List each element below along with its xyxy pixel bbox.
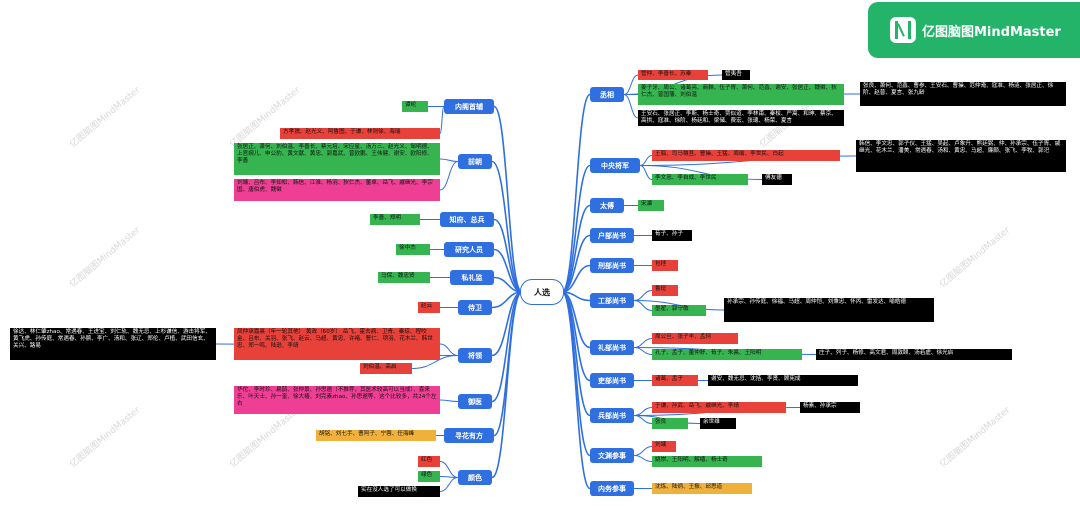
branch-libu[interactable]: 礼部尚书 xyxy=(590,340,634,355)
leaf-gongbu-far: 孙承宗、孙传庭、徐福、马超、周仲恺、刘秉忠、怀丙、雷发达、喻皓德 xyxy=(724,298,934,322)
mindmaster-badge: 亿图脑图MindMaster xyxy=(868,2,1080,58)
connector-line xyxy=(491,291,523,479)
branch-yuyi[interactable]: 御医 xyxy=(458,394,492,409)
leaf-libu-2: 孔子、孟子、董仲舒、荀子、朱熹、王阳明 xyxy=(652,349,802,360)
leaf-bingbu-2: 张良 xyxy=(652,418,688,429)
branch-bingbu[interactable]: 兵部尚书 xyxy=(590,408,634,423)
connector-line xyxy=(439,106,445,134)
branch-xunhua[interactable]: 寻花有方 xyxy=(444,428,494,443)
leaf-qianchao-2: 张居正、萧何、刘伯温、李善长、蔡元培、宋应星、汤万三、赵光义、邹明德、上官婉儿、… xyxy=(234,143,440,175)
leaf-yuyi: 华佗、李时珍、扁鹊、张仲景、孙思邈（不推荐，其医术较高可以当成）、喜来乐、叶天士… xyxy=(234,386,440,414)
branch-yanjiu[interactable]: 研究人员 xyxy=(444,242,494,257)
connector-line xyxy=(633,300,653,311)
leaf-libu-far: 庄子、列子、杨修、高文君、周敦颐、汤若虚、徐光启 xyxy=(816,349,1012,360)
leaf-zhifu: 李善、郑明 xyxy=(370,214,420,225)
branch-gongbu[interactable]: 工部尚书 xyxy=(590,293,634,308)
branch-jiangling[interactable]: 将领 xyxy=(458,348,492,363)
branch-neiwu[interactable]: 内务参事 xyxy=(590,481,634,496)
leaf-jiangling-far: 徐达、林仁肇zhao、常遇春、王进宝、刘仁轨、魏无忌、上杉谦信、游击将军、黄飞虎… xyxy=(10,328,216,360)
leaf-silijian: 马保、魏忠贤 xyxy=(378,272,430,283)
leaf-libu-1: 周公旦、张子丰、孟轲 xyxy=(652,333,738,344)
connector-line xyxy=(493,248,523,293)
leaf-xingbu: 包拯 xyxy=(652,260,678,271)
branch-wenyuan[interactable]: 文渊参事 xyxy=(590,448,634,463)
badge-text: 亿图脑图MindMaster xyxy=(922,24,1061,40)
leaf-chengxiang-mid: 管夷吾 xyxy=(722,70,750,80)
connector-line xyxy=(633,407,653,416)
branch-neige[interactable]: 内阁首辅 xyxy=(444,99,494,114)
connector-line xyxy=(561,164,591,293)
branch-taifu[interactable]: 太傅 xyxy=(590,198,624,213)
connector-line xyxy=(623,74,639,95)
connector-line xyxy=(639,155,653,166)
root-node[interactable]: 人选 xyxy=(520,279,564,305)
leaf-jiangling-2: 刘伯温、高启 xyxy=(360,363,412,374)
branch-xingbu[interactable]: 刑部尚书 xyxy=(590,258,634,273)
connector-line xyxy=(491,160,523,293)
branch-zhongyang[interactable]: 中央将军 xyxy=(590,158,640,173)
leaf-zhongyang-1: 王翦、司马穰苴、曹操、王猛、周瑜、李世民、白起 xyxy=(652,150,840,161)
leaf-libu2-far: 谢安、魏无忌、沈括、李贤、顾宪成 xyxy=(708,375,858,386)
leaf-chengxiang-far: 张良、萧何、范蠡、曹参、王安石、曹操、范仲淹、寇准、杨涟、张居正、徐阶、赵普、夏… xyxy=(860,82,1066,106)
connector-line xyxy=(439,161,459,191)
connector-line xyxy=(561,264,591,293)
leaf-yanse-black: 实在没人选了可以做换 xyxy=(358,486,440,497)
connector-line xyxy=(439,399,459,402)
mindmaster-logo-icon xyxy=(890,17,916,43)
connector-line xyxy=(493,218,523,293)
leaf-xunhua: 胡铭、刘七手、曹阿子、宁蓉、任海峰 xyxy=(316,430,436,441)
leaf-zhongyang-2: 李文忠、李自成、李世民 xyxy=(652,174,748,185)
leaf-yanse-green: 绿色 xyxy=(418,471,440,482)
leaf-zhongyang-far2: 傅友德 xyxy=(762,174,792,185)
leaf-chengxiang-3: 王安石、张居正、李斯、杨士奇、贾似道、李林甫、秦桧、严嵩、和珅、蔡京、高拱、寇准… xyxy=(638,110,844,126)
connector-line xyxy=(633,446,653,456)
leaf-yanjiu: 徐中杰 xyxy=(396,244,430,255)
leaf-bingbu-1: 于谦、孙武、岳飞、戚继光、李靖 xyxy=(652,402,786,413)
leaf-bingbu-mid: 余世维 xyxy=(700,418,736,429)
leaf-zhongyang-far: 韩信、李文忠、郭子仪、王猛、吴起、卢象升、熊廷弼、仲、孙承宗、伍子胥、戚继光、花… xyxy=(856,140,1066,172)
connector-line xyxy=(633,347,653,355)
branch-zhifu[interactable]: 知府、总兵 xyxy=(440,212,494,227)
leaf-hubu: 荀子、孙子 xyxy=(652,230,692,241)
leaf-taifu: 宋濂 xyxy=(638,200,664,211)
connector-line xyxy=(633,455,653,462)
branch-chengxiang[interactable]: 丞相 xyxy=(590,87,624,102)
connector-line xyxy=(491,291,523,357)
leaf-shiwei: 赵云 xyxy=(418,302,440,313)
leaf-yanse-red: 红色 xyxy=(418,456,440,467)
connector-line xyxy=(639,165,653,180)
branch-libu2[interactable]: 吏部尚书 xyxy=(590,373,634,388)
leaf-bingbu-far: 杨素、孙承宗 xyxy=(800,402,860,413)
branch-shiwei[interactable]: 侍卫 xyxy=(458,300,492,315)
leaf-chengxiang-1: 管仲、李善长、苏秦 xyxy=(638,70,708,80)
connector-line xyxy=(561,204,591,293)
leaf-libu2: 诸葛、孟子 xyxy=(652,375,698,386)
connector-line xyxy=(561,291,591,490)
branch-qianchao[interactable]: 前朝 xyxy=(458,154,492,169)
connector-line xyxy=(439,158,459,162)
leaf-chengxiang-2: 姜子牙、周公、诸葛亮、商鞅、伍子胥、萧何、范蠡、谢安、张居正、魏徵、狄仁杰、曾国… xyxy=(638,84,844,105)
leaf-wenyuan-2: 姚崇、王阳明、解缙、杨士奇 xyxy=(652,456,762,467)
connector-line xyxy=(439,461,459,478)
leaf-gongbu-1: 鲁班 xyxy=(652,285,678,296)
leaf-qianchao-1: 方孝孺、赵光义、阿鲁图、于谦、林则徐、海瑞 xyxy=(280,128,440,139)
leaf-neiwu: 沈炼、陆炳、王振、邱思道 xyxy=(652,483,752,494)
leaf-wenyuan-1: 刘墉 xyxy=(652,441,676,452)
connector-line xyxy=(633,338,653,348)
leaf-qianchao-3: 刘墉、吕布、李如松、韩信、江淮、杨羽、狄仁杰、董卓、岳飞、戚继光、李宗国、唐伯虎… xyxy=(234,179,440,201)
connector-line xyxy=(493,105,523,293)
branch-hubu[interactable]: 户部尚书 xyxy=(590,228,634,243)
connector-line xyxy=(439,477,459,492)
branch-silijian[interactable]: 私礼监 xyxy=(450,270,494,285)
connector-line xyxy=(623,94,639,119)
leaf-jiangling-1: 凤仲承嘉熹（年一轮其他） 黄政（60岁） 岳飞、霍去病、卫青、秦琼、程咬金、吕布… xyxy=(234,328,440,360)
leaf-gongbu-2: 墨翟、郭守敬 xyxy=(652,305,706,316)
branch-yanse[interactable]: 颜色 xyxy=(458,470,492,485)
leaf-neige: 谭纶 xyxy=(402,101,428,112)
connector-line xyxy=(439,343,459,356)
connector-line xyxy=(633,290,653,301)
connector-line xyxy=(561,93,591,293)
